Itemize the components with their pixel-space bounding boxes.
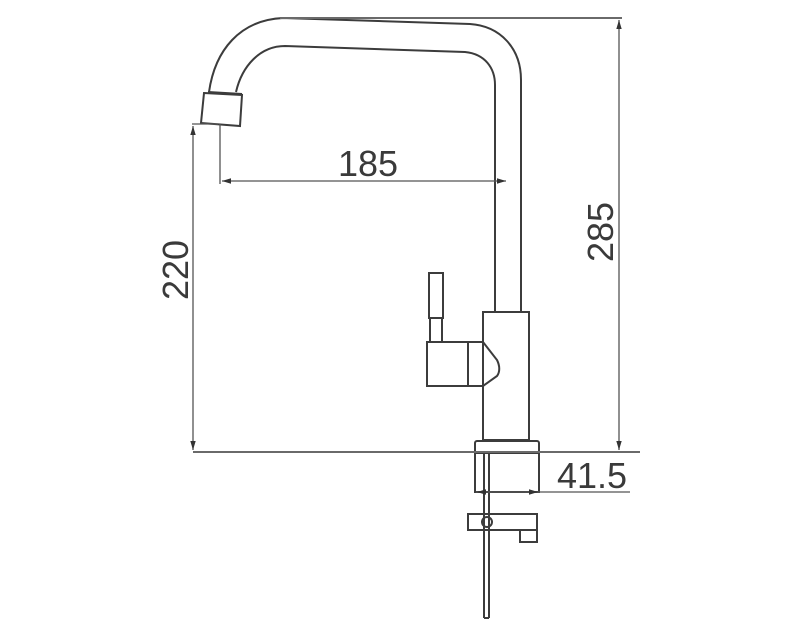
handle-cartridge — [426, 341, 469, 387]
dimension-label-285: 285 — [580, 202, 621, 262]
dimension-label-185: 185 — [338, 143, 398, 184]
dimension-total-height: 285 — [280, 17, 622, 450]
lever-handle — [428, 272, 444, 319]
mounting-nut — [481, 516, 493, 528]
dimension-label-220: 220 — [155, 240, 196, 300]
mounting-assembly — [467, 452, 540, 619]
dimension-spout-reach: 185 — [219, 124, 506, 184]
faucet-body — [426, 272, 540, 454]
aerator-nozzle — [199, 91, 244, 128]
mounting-bracket — [467, 513, 538, 531]
dimension-label-41-5: 41.5 — [557, 455, 627, 496]
dimension-base-diameter: 41.5 — [476, 455, 630, 496]
dimension-spout-height: 220 — [155, 123, 218, 450]
